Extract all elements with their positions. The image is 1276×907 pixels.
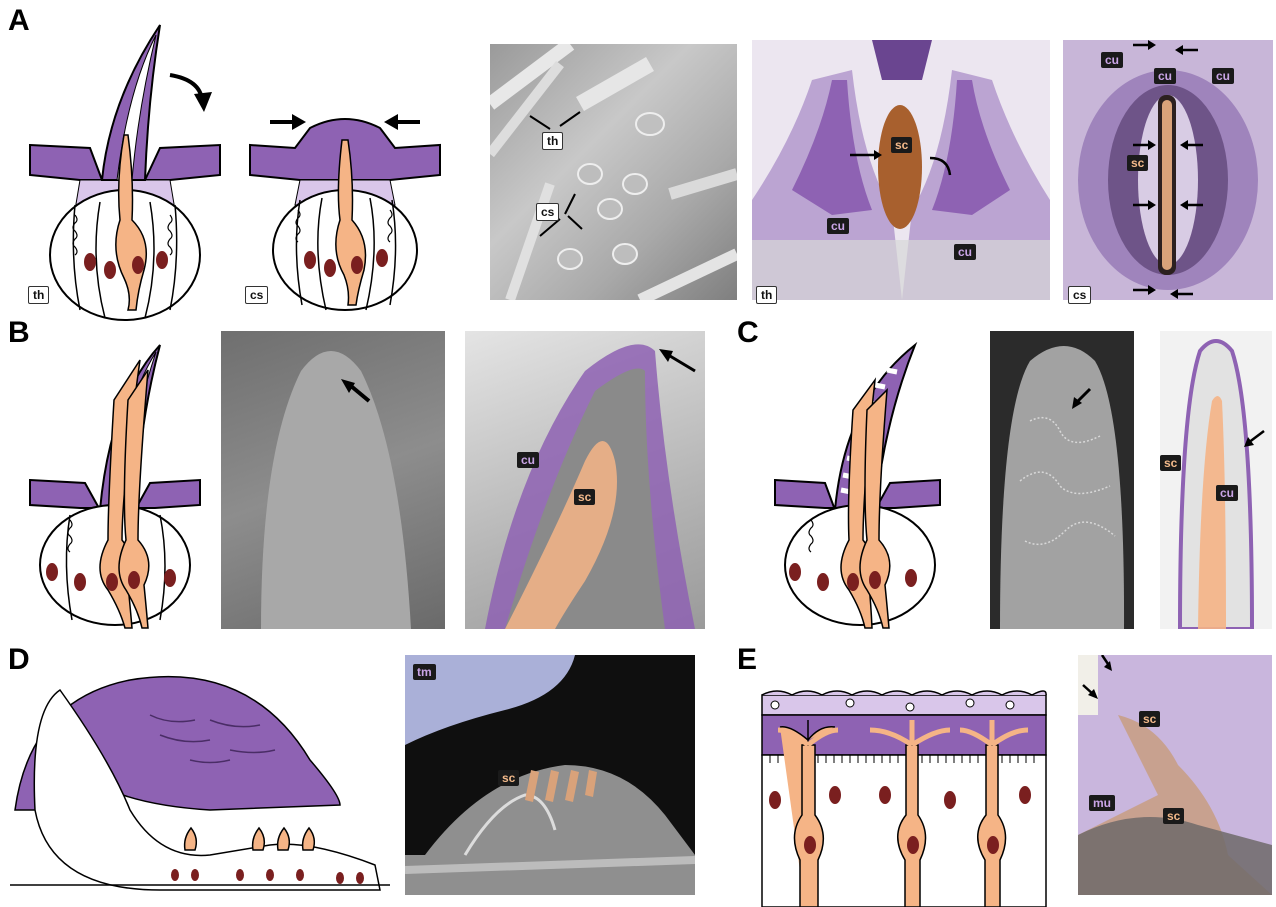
label-sc-d: sc — [498, 770, 519, 786]
label-cs-sem: cs — [536, 203, 559, 221]
schematic-chemosensory-hair — [30, 340, 200, 630]
label-mu-e: mu — [1089, 795, 1115, 811]
sem-image-porous-hair — [990, 331, 1134, 629]
tem-image-porous-hair — [1160, 331, 1272, 629]
label-cs-tem: cs — [1068, 286, 1091, 304]
label-th-sem: th — [542, 132, 563, 150]
label-sc-tem-cs: sc — [1127, 155, 1148, 171]
tem-image-tactile-hair — [752, 40, 1050, 300]
panel-label-b: B — [8, 318, 30, 348]
schematic-porous-hair — [775, 340, 945, 630]
sem-image-hair-and-sensilla — [490, 44, 737, 300]
sem-image-hair-tip — [221, 331, 445, 629]
label-cu-b: cu — [517, 452, 539, 468]
label-sc-b: sc — [574, 489, 595, 505]
label-th-tem: th — [756, 286, 777, 304]
label-cu-tem-cs-1: cu — [1101, 52, 1123, 68]
sem-image-organ-of-corti — [405, 655, 695, 895]
label-th-schematic: th — [28, 286, 49, 304]
label-sc-c: sc — [1160, 455, 1181, 471]
label-tm-d: tm — [413, 664, 436, 680]
label-cu-c: cu — [1216, 485, 1238, 501]
label-sc-e-bottom: sc — [1163, 808, 1184, 824]
panel-label-e: E — [737, 645, 757, 675]
label-cu-tem-cs-3: cu — [1212, 68, 1234, 84]
label-sc-tem-th: sc — [891, 137, 912, 153]
label-cu-tem-th-right: cu — [954, 244, 976, 260]
tem-image-olfactory-epithelium — [1078, 655, 1272, 895]
schematic-tactile-hair — [20, 20, 230, 310]
schematic-campaniform-sensillum — [240, 100, 440, 310]
label-cs-schematic: cs — [245, 286, 268, 304]
label-cu-tem-th-left: cu — [827, 218, 849, 234]
label-sc-e-top: sc — [1139, 711, 1160, 727]
panel-label-c: C — [737, 318, 759, 348]
label-cu-tem-cs-2: cu — [1154, 68, 1176, 84]
schematic-olfactory-epithelium — [760, 685, 1050, 907]
tem-image-hair-tip — [465, 331, 705, 629]
schematic-organ-of-corti — [10, 660, 390, 895]
